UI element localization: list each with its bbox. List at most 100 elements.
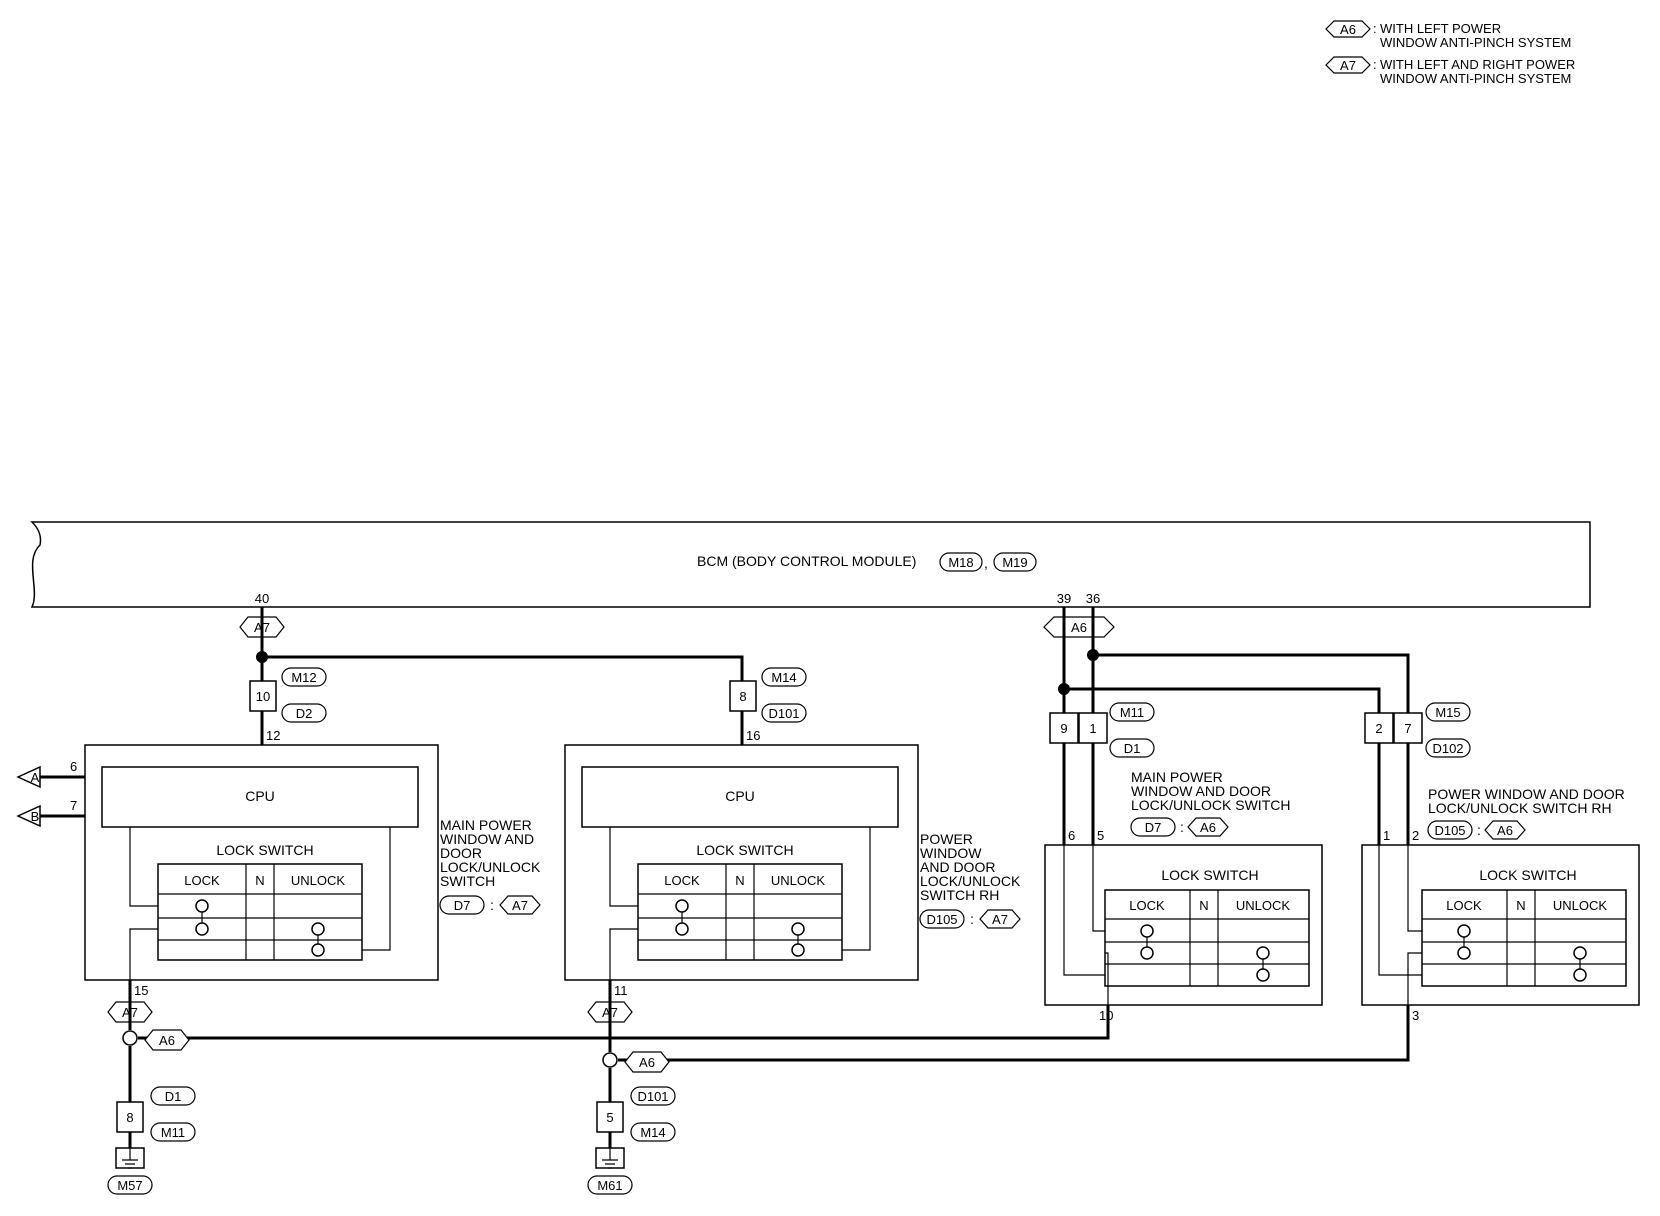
tag-a7-top: A7 [239,616,285,638]
terminal-7: 7 [1404,721,1411,736]
svg-text::: : [1373,57,1377,72]
svg-text:A6: A6 [159,1033,175,1048]
wires [40,607,1410,1148]
svg-text:3: 3 [1412,1008,1419,1023]
lock-switch-label: LOCK SWITCH [696,842,793,858]
svg-text:A7: A7 [254,620,270,635]
cpu-label: CPU [725,788,755,804]
svg-text:12: 12 [266,728,280,743]
svg-text:UNLOCK: UNLOCK [291,873,346,888]
wire-numbers: 12 16 6 7 15 11 6 5 1 2 10 3 [70,728,1419,1023]
svg-text::: : [1373,21,1377,36]
junctions [122,649,1099,1068]
svg-text:DOOR: DOOR [440,845,482,861]
pin-40: 40 [255,591,269,606]
terminal-10: 10 [256,689,270,704]
legend-text: WITH LEFT AND RIGHT POWER [1380,57,1575,72]
svg-text:WINDOW: WINDOW [920,845,982,861]
svg-text::: : [1180,819,1184,835]
svg-text:5: 5 [1097,828,1104,843]
ground-m61: M61 [587,1147,633,1195]
svg-text:A7: A7 [602,1005,618,1020]
svg-text:M61: M61 [597,1178,622,1193]
pin-36: 36 [1086,591,1100,606]
tag-a6-left-return: A6 [144,1029,190,1051]
svg-text:LOCK/UNLOCK SWITCH RH: LOCK/UNLOCK SWITCH RH [1428,800,1612,816]
svg-text:D7: D7 [454,898,471,913]
tag-a6-mid-return: A6 [624,1051,670,1073]
svg-text:16: 16 [746,728,760,743]
grounds: M57 M61 [107,1147,633,1195]
arrow-b: B [31,809,40,824]
bcm-label: BCM (BODY CONTROL MODULE) [697,553,916,569]
tag-a7-mid-bottom: A7 [587,1001,633,1023]
lock-switch-label: LOCK SWITCH [1161,867,1258,883]
svg-text::: : [490,897,494,913]
component-label: MAIN POWER [1131,769,1223,785]
lock-switch-label: LOCK SWITCH [216,842,313,858]
terminal-1: 1 [1089,721,1096,736]
svg-text:A7: A7 [512,898,528,913]
svg-text:UNLOCK: UNLOCK [1236,898,1291,913]
svg-text:A6: A6 [1200,820,1216,835]
svg-text:LOCK: LOCK [184,873,220,888]
svg-text:A7: A7 [992,912,1008,927]
svg-text::: : [1477,822,1481,838]
terminals: 10 8 9 1 2 7 8 5 [116,680,1423,1133]
svg-text:7: 7 [70,798,77,813]
connector-d1: D1 [1124,741,1141,756]
connector-m11: M11 [1120,705,1144,720]
svg-text:UNLOCK: UNLOCK [1553,898,1608,913]
svg-text:LOCK/UNLOCK: LOCK/UNLOCK [920,873,1021,889]
svg-text:N: N [1199,898,1208,913]
bcm-module: BCM (BODY CONTROL MODULE) M18 , M19 40 3… [30,521,1591,608]
terminal-2: 2 [1375,721,1382,736]
legend-text: WINDOW ANTI-PINCH SYSTEM [1380,71,1571,86]
open-junction [122,1030,138,1046]
terminal-9: 9 [1060,721,1067,736]
svg-text:6: 6 [70,759,77,774]
connector-d101: D101 [768,706,799,721]
svg-text:1: 1 [1383,828,1390,843]
svg-text:6: 6 [1068,828,1075,843]
svg-text:WINDOW AND: WINDOW AND [440,831,534,847]
rh-switch-a6: POWER WINDOW AND DOOR LOCK/UNLOCK SWITCH… [1361,786,1640,1006]
svg-text:A6: A6 [1497,823,1513,838]
tag-a6-top: A6 [1043,616,1115,638]
legend-code: A6 [1340,22,1356,37]
arrow-a: A [31,770,40,785]
svg-text:LOCK: LOCK [664,873,700,888]
svg-text:2: 2 [1412,828,1419,843]
svg-text:LOCK: LOCK [1129,898,1165,913]
svg-text:SWITCH RH: SWITCH RH [920,887,999,903]
component-label: POWER [920,831,973,847]
svg-text:,: , [984,555,988,571]
svg-text:N: N [735,873,744,888]
svg-text:LOCK/UNLOCK SWITCH: LOCK/UNLOCK SWITCH [1131,797,1290,813]
connector-d1-ground: D1 [165,1089,182,1104]
svg-text::: : [970,911,974,927]
svg-text:SWITCH: SWITCH [440,873,495,889]
svg-text:A7: A7 [122,1005,138,1020]
svg-text:N: N [255,873,264,888]
terminal-8-ground: 8 [126,1110,133,1125]
svg-text:AND DOOR: AND DOOR [920,859,995,875]
connector-m12: M12 [291,670,316,685]
svg-text:11: 11 [614,983,628,998]
open-junction [602,1052,618,1068]
connector-d2: D2 [296,706,313,721]
bcm-connector-m19: M19 [1002,555,1027,570]
legend: A6 : WITH LEFT POWER WINDOW ANTI-PINCH S… [1325,20,1575,86]
svg-text:15: 15 [134,983,148,998]
connector-m14-ground: M14 [640,1125,665,1140]
connector-m14: M14 [771,670,796,685]
terminal-5-ground: 5 [606,1110,613,1125]
connector-labels: M12 D2 M14 D101 M11 D1 M15 D102 D1 M11 D… [150,667,1471,1142]
connector-m15: M15 [1435,705,1460,720]
legend-item-a6: A6 : WITH LEFT POWER WINDOW ANTI-PINCH S… [1325,20,1571,50]
connector-m11-ground: M11 [161,1125,185,1140]
svg-text:D105: D105 [926,912,957,927]
bcm-connector-m18: M18 [948,555,973,570]
